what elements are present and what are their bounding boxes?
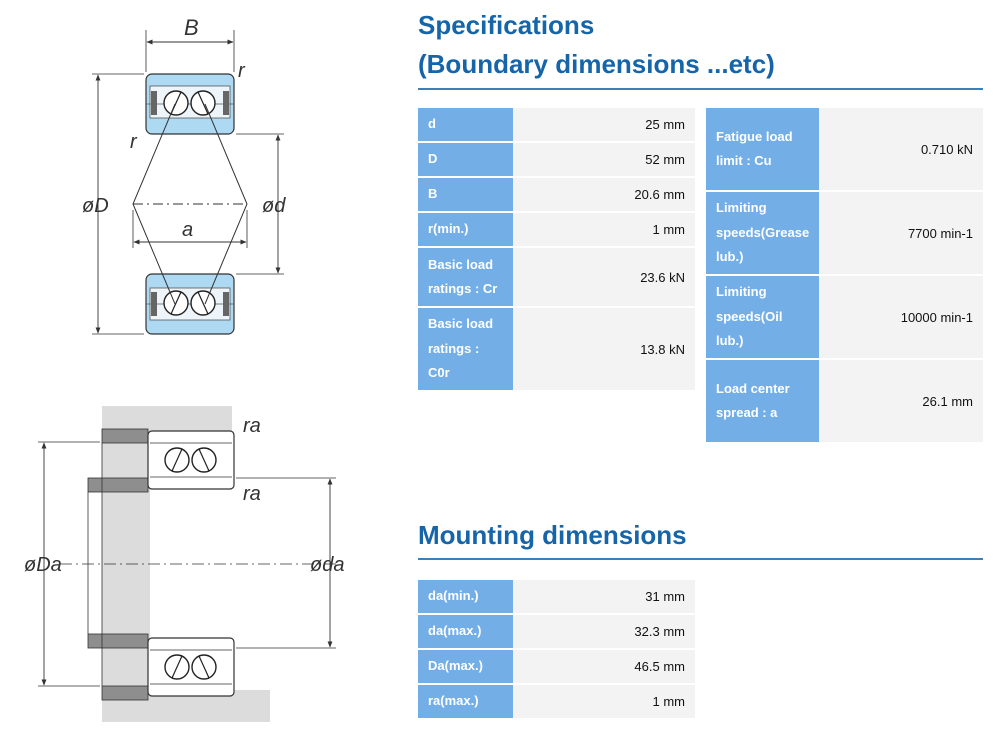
spec-value: 13.8 kN: [513, 308, 695, 392]
bore-diameter-label: ød: [262, 195, 286, 217]
bearing-section-figure: B r r øD ød a: [82, 15, 286, 335]
mounting-figure: ra ra øDa øda: [24, 406, 344, 722]
specifications-divider: [418, 88, 983, 90]
spec-label: Load center spread : a: [706, 360, 820, 444]
table-row: Basic load ratings : C0r 13.8 kN: [418, 308, 695, 392]
table-row: D 52 mm: [418, 143, 695, 178]
mounting-title: Mounting dimensions: [418, 520, 687, 550]
performance-table: Fatigue load limit : Cu 0.710 kN Limitin…: [706, 108, 983, 444]
spec-value: 25 mm: [513, 108, 695, 143]
spec-value: 1 mm: [513, 213, 695, 248]
fillet-radius-mid-label: ra: [243, 483, 261, 505]
specifications-title-line2: (Boundary dimensions ...etc): [418, 49, 775, 79]
spec-value: 0.710 kN: [819, 108, 983, 192]
mounting-value: 46.5 mm: [513, 650, 695, 685]
spec-label: Basic load ratings : C0r: [418, 308, 513, 392]
spec-label: Fatigue load limit : Cu: [706, 108, 820, 192]
table-row: ra(max.) 1 mm: [418, 685, 695, 720]
spec-label: Basic load ratings : Cr: [418, 248, 513, 308]
bearing-drawings: B r r øD ød a: [24, 15, 344, 722]
spec-label: Limiting speeds(Grease lub.): [706, 192, 820, 276]
mounting-value: 31 mm: [513, 580, 695, 615]
spec-label: D: [418, 143, 513, 178]
table-row: B 20.6 mm: [418, 178, 695, 213]
housing-diameter-label: øDa: [24, 554, 62, 576]
table-row: da(max.) 32.3 mm: [418, 615, 695, 650]
spec-label: r(min.): [418, 213, 513, 248]
mounting-divider: [418, 558, 983, 560]
fillet-radius-top-label: ra: [243, 415, 261, 437]
specifications-title: Specifications (Boundary dimensions ...e…: [418, 6, 775, 84]
table-row: Limiting speeds(Oil lub.) 10000 min-1: [706, 276, 983, 360]
spec-value: 26.1 mm: [819, 360, 983, 444]
spec-label: B: [418, 178, 513, 213]
boundary-dimensions-table: d 25 mm D 52 mm B 20.6 mm r(min.) 1 mm B…: [418, 108, 695, 392]
table-row: Basic load ratings : Cr 23.6 kN: [418, 248, 695, 308]
mounting-label: Da(max.): [418, 650, 513, 685]
spec-value: 10000 min-1: [819, 276, 983, 360]
mounting-label: ra(max.): [418, 685, 513, 720]
table-row: Da(max.) 46.5 mm: [418, 650, 695, 685]
shaft-diameter-label: øda: [310, 554, 344, 576]
spec-value: 52 mm: [513, 143, 695, 178]
table-row: d 25 mm: [418, 108, 695, 143]
width-label: B: [184, 15, 199, 40]
spec-value: 7700 min-1: [819, 192, 983, 276]
mounting-value: 1 mm: [513, 685, 695, 720]
table-row: Limiting speeds(Grease lub.) 7700 min-1: [706, 192, 983, 276]
spec-value: 20.6 mm: [513, 178, 695, 213]
corner-radius-side-label: r: [130, 131, 138, 153]
spec-label: d: [418, 108, 513, 143]
mounting-label: da(min.): [418, 580, 513, 615]
spec-label: Limiting speeds(Oil lub.): [706, 276, 820, 360]
table-row: Load center spread : a 26.1 mm: [706, 360, 983, 444]
table-row: da(min.) 31 mm: [418, 580, 695, 615]
mounting-label: da(max.): [418, 615, 513, 650]
spec-value: 23.6 kN: [513, 248, 695, 308]
mounting-dimensions-table: da(min.) 31 mm da(max.) 32.3 mm Da(max.)…: [418, 580, 695, 720]
outer-diameter-label: øD: [82, 195, 109, 217]
table-row: r(min.) 1 mm: [418, 213, 695, 248]
table-row: Fatigue load limit : Cu 0.710 kN: [706, 108, 983, 192]
mounting-value: 32.3 mm: [513, 615, 695, 650]
specifications-title-line1: Specifications: [418, 10, 595, 40]
load-center-label: a: [182, 219, 193, 241]
corner-radius-top-label: r: [238, 60, 246, 82]
